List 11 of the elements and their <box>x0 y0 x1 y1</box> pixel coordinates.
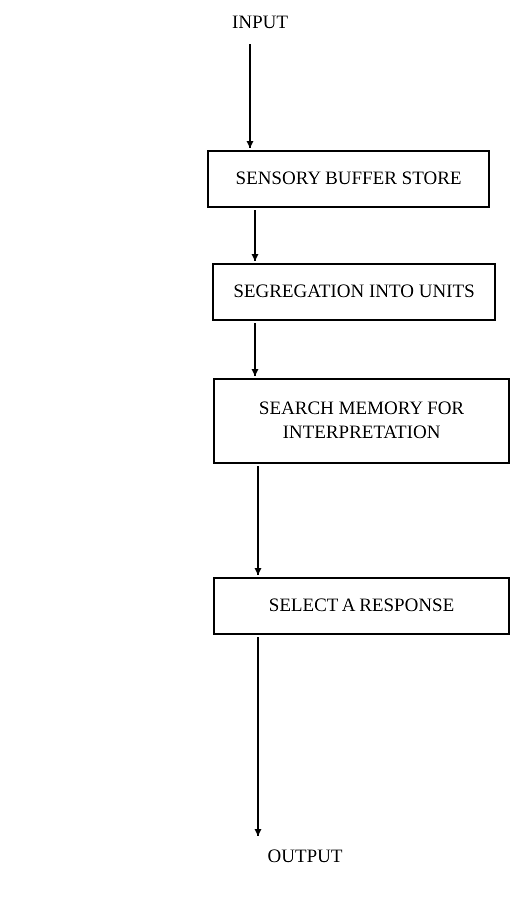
process-box: SENSORY BUFFER STORE <box>207 150 490 208</box>
terminal-label: INPUT <box>200 8 320 38</box>
arrow <box>254 637 262 836</box>
arrow <box>246 44 254 148</box>
arrow <box>252 210 258 261</box>
arrow <box>254 466 262 575</box>
process-box: SELECT A RESPONSE <box>213 577 510 635</box>
process-box: SEGREGATION INTO UNITS <box>212 263 496 321</box>
terminal-label: OUTPUT <box>245 842 365 872</box>
process-box: SEARCH MEMORY FOR INTERPRETATION <box>213 378 510 464</box>
arrow <box>252 323 258 376</box>
